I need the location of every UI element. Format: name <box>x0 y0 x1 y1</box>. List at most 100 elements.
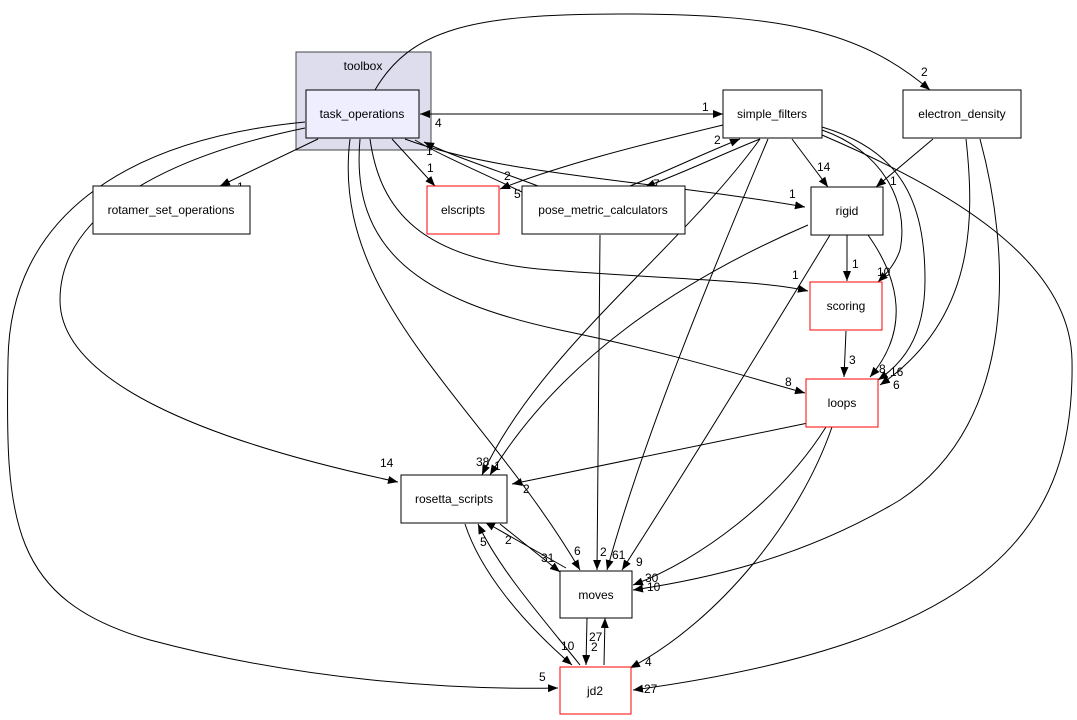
node-moves[interactable]: moves <box>559 570 633 619</box>
edge-label: 1 <box>789 187 796 201</box>
edges <box>6 13 1073 693</box>
svg-text:rosetta_scripts: rosetta_scripts <box>415 492 493 506</box>
edge-task-ops-pose-2 <box>414 139 523 193</box>
edge-label: 1 <box>890 174 897 188</box>
edge-label: 1 <box>702 100 709 114</box>
nodes: task_operations rotamer_set_operations e… <box>92 89 1022 715</box>
edge-simple-pose <box>644 138 761 188</box>
svg-text:simple_filters: simple_filters <box>737 107 807 121</box>
edge-label: 31 <box>541 551 555 565</box>
edge-rigid-loops <box>867 234 897 378</box>
node-elscripts[interactable]: elscripts <box>426 185 500 235</box>
edge-label: 2 <box>714 133 721 147</box>
edge-electron-loops <box>879 138 971 386</box>
edge-task-ops-rotamer <box>219 138 319 187</box>
node-rosetta-scripts[interactable]: rosetta_scripts <box>400 474 508 524</box>
edge-label: 8 <box>879 362 886 376</box>
edge-simple-moves <box>605 138 769 571</box>
edge-electron-moves <box>632 138 1000 593</box>
cluster-label: toolbox <box>344 59 383 73</box>
edge-label: 1 <box>852 257 859 271</box>
edge-jd2-moves <box>600 617 609 666</box>
svg-text:moves: moves <box>578 588 613 602</box>
edge-label: 6 <box>893 378 900 392</box>
svg-text:pose_metric_calculators: pose_metric_calculators <box>538 203 667 217</box>
edge-pose-task-ops <box>423 141 539 187</box>
node-task-operations[interactable]: task_operations <box>305 89 420 139</box>
edge-label: 2 <box>523 482 530 496</box>
edge-task-ops-loops <box>358 138 806 395</box>
node-rotamer-set-operations[interactable]: rotamer_set_operations <box>92 185 251 235</box>
edge-loops-rosetta <box>511 422 809 486</box>
edge-label: 10 <box>877 265 891 279</box>
edge-simple-jd2 <box>632 134 1073 693</box>
edge-label: 2 <box>505 533 512 547</box>
edge-label: 5 <box>480 535 487 549</box>
edge-label: 1 <box>427 161 434 175</box>
edge-label: 61 <box>612 548 626 562</box>
node-electron-density[interactable]: electron_density <box>902 89 1022 139</box>
svg-text:rigid: rigid <box>836 204 859 218</box>
edge-label: 8 <box>785 375 792 389</box>
edge-label: 1 <box>494 459 501 473</box>
edge-simple-elscripts <box>499 124 724 190</box>
edge-moves-rosetta <box>484 521 567 569</box>
edge-label: 10 <box>561 639 575 653</box>
edge-task-ops-rigid <box>404 138 806 210</box>
edge-label: 1 <box>426 144 433 158</box>
edge-loops-jd2 <box>629 426 833 669</box>
edge-label: 9 <box>636 555 643 569</box>
edge-label: 5 <box>539 670 546 684</box>
edge-label: 27 <box>644 682 658 696</box>
edge-task-ops-elscripts <box>391 138 436 187</box>
svg-text:jd2: jd2 <box>586 684 603 698</box>
edge-electron-rigid <box>875 138 934 188</box>
edge-label: 14 <box>817 160 831 174</box>
svg-text:electron_density: electron_density <box>918 107 1005 121</box>
edge-jd2-rosetta <box>477 523 581 666</box>
svg-text:elscripts: elscripts <box>441 203 485 217</box>
node-pose-metric-calculators[interactable]: pose_metric_calculators <box>521 185 686 235</box>
edge-label: 2 <box>921 65 928 79</box>
edge-label: 38 <box>476 455 490 469</box>
svg-text:scoring: scoring <box>827 299 866 313</box>
svg-text:loops: loops <box>828 396 857 410</box>
edge-label: 14 <box>380 456 394 470</box>
edge-label: 5 <box>514 187 521 201</box>
node-loops[interactable]: loops <box>805 378 879 428</box>
edge-label: 4 <box>435 116 442 130</box>
edge-label: 6 <box>574 544 581 558</box>
node-jd2[interactable]: jd2 <box>559 666 632 715</box>
edge-task-ops-rosetta <box>59 127 399 484</box>
edge-scoring-loops <box>840 330 849 378</box>
edge-label: 10 <box>647 580 661 594</box>
edge-task-ops-electron-density <box>374 13 931 91</box>
edge-label: 27 <box>589 630 603 644</box>
edge-task-ops-scoring <box>369 138 809 293</box>
svg-text:task_operations: task_operations <box>320 107 405 121</box>
edge-moves-jd2 <box>582 617 591 666</box>
edge-label: 2 <box>600 545 607 559</box>
edge-loops-moves <box>632 426 827 586</box>
edge-label: 30 <box>645 571 659 585</box>
edge-rosetta-jd2 <box>464 523 573 666</box>
node-simple-filters[interactable]: simple_filters <box>722 89 823 139</box>
edge-label: 4 <box>645 655 652 669</box>
edge-simple-rigid <box>791 138 829 188</box>
edge-simple-rosetta <box>481 138 761 476</box>
edge-label: 2 <box>504 169 511 183</box>
edge-rigid-rosetta <box>489 224 809 476</box>
edge-label: 2 <box>591 640 598 654</box>
edge-simple-loops <box>821 126 926 381</box>
edge-label: 7 <box>653 177 660 191</box>
node-scoring[interactable]: scoring <box>809 281 883 331</box>
edge-pose-moves <box>593 234 602 571</box>
edge-label: 1 <box>792 268 799 282</box>
node-rigid[interactable]: rigid <box>810 186 884 236</box>
edge-label: 3 <box>849 353 856 367</box>
edge-pose-simple <box>629 138 741 187</box>
edge-rigid-moves <box>621 234 831 571</box>
edge-task-ops-moves <box>347 138 581 571</box>
svg-text:rotamer_set_operations: rotamer_set_operations <box>108 203 235 217</box>
